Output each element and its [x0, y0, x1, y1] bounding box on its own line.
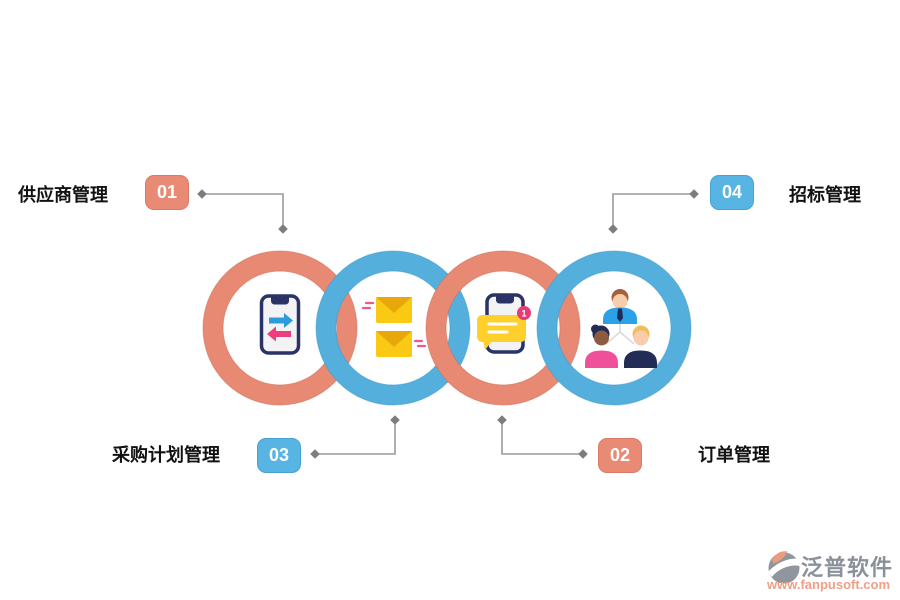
brand-name: 泛普软件 [801, 555, 894, 580]
notification-count: 1 [521, 309, 526, 319]
connector-plan [310, 415, 400, 459]
connector-order [497, 415, 588, 459]
step-badge-04: 04 [710, 175, 754, 210]
connector-bidding [608, 189, 699, 234]
bidding-ring [536, 250, 692, 406]
phone-transfer-arrows-icon [259, 294, 301, 355]
label-bidding-management: 招标管理 [789, 185, 861, 205]
purchase-plan-ring [315, 250, 471, 406]
fanpu-logo-icon [768, 551, 800, 584]
step-badge-02: 02 [598, 438, 642, 473]
label-order-management: 订单管理 [698, 445, 770, 465]
step-badge-03: 03 [257, 438, 301, 473]
label-purchase-plan-management: 采购计划管理 [112, 445, 220, 465]
connector-supplier [197, 189, 288, 234]
label-supplier-management: 供应商管理 [18, 185, 108, 205]
phone-chat-notification-icon: 1 [477, 293, 531, 354]
brand-url: www.fanpusoft.com [767, 577, 891, 592]
step-badge-01: 01 [145, 175, 189, 210]
team-org-chart-icon [585, 289, 657, 368]
order-ring [425, 250, 581, 406]
mail-envelopes-icon [361, 297, 427, 357]
supplier-ring [202, 250, 358, 406]
